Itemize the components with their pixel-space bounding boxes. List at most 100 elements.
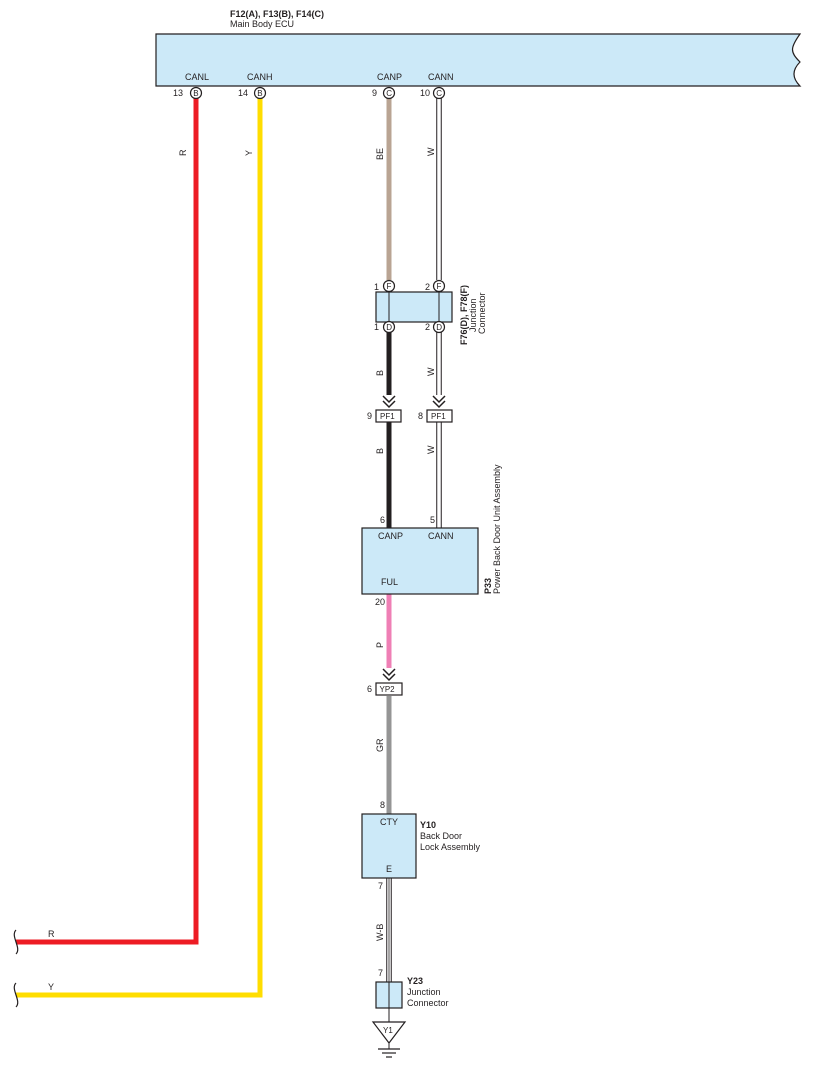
power-back-door-unit: CANP CANN FUL 6 5 20 P33 Power Back Door… [361,464,502,607]
connector-circle [382,279,396,293]
junction-top-pin2-num: 2 [425,282,430,292]
pf1-right-label: PF1 [431,412,446,421]
wire-label-gr: GR [375,738,385,752]
p33-box [361,527,479,595]
connector-circle [382,320,396,334]
chevron-down-icon [382,395,396,409]
y10-code: Y10 [420,820,436,830]
connector-circle [432,279,446,293]
pf1-connector-right: PF1 8 [418,395,453,423]
ground-triangle [371,1021,407,1044]
pf1-right-num: 8 [418,411,423,421]
junction-box [375,291,453,323]
ecu-pin-13: 13 B [173,86,203,100]
junction-bottom-pin2-conn: D [436,323,442,332]
p33-pin-cann-label: CANN [428,531,454,541]
ecu-pin-14: 14 B [238,86,267,100]
pf1-left-label: PF1 [380,412,395,421]
chevron-down-icon [382,668,396,682]
pin-number: 14 [238,88,248,98]
junction-bottom-pin1-conn: D [386,323,392,332]
wire-label-w-upper: W [426,147,436,156]
ecu-pin-9: 9 C [372,86,396,100]
connector-circle [253,86,267,100]
yp2-label: YP2 [380,685,396,694]
yp2-connector: YP2 6 [367,668,403,696]
y10-name-line1: Back Door [420,831,462,841]
wire-label-b-mid: B [375,370,385,376]
p33-code: P33 [483,578,493,594]
y10-pin-bottom-num: 7 [378,881,383,891]
junction-connector-y23: 7 Y23 Junction Connector [375,968,449,1009]
y10-name-line2: Lock Assembly [420,842,481,852]
p33-name: Power Back Door Unit Assembly [492,464,502,594]
junction-connector-f76-f78: 1 F 2 F 1 D 2 D F76(D), F78(F) Junction … [374,279,487,345]
wire-label-y: Y [244,150,254,156]
y10-pin-e-label: E [386,864,392,874]
ecu-connectors: F12(A), F13(B), F14(C) [230,9,324,19]
pin-number: 13 [173,88,183,98]
connector-box [375,682,403,696]
y10-pin-top-num: 8 [380,800,385,810]
connector-letter: B [193,89,198,98]
p33-pin-ful-num: 20 [375,597,385,607]
back-door-lock-assembly: CTY E 8 7 Y10 Back Door Lock Assembly [361,800,481,891]
pf1-connector-left: PF1 9 [367,395,402,423]
connector-box [426,409,453,423]
junction-bottom-pin2-num: 2 [425,322,430,332]
connector-letter: B [257,89,262,98]
y23-name-line1: Junction [407,987,441,997]
p33-pin-canp-label: CANP [378,531,403,541]
junction-top-pin1-conn: F [387,282,392,291]
connector-circle [189,86,203,100]
p33-pin-ful-label: FUL [381,577,398,587]
wire-label-w-b: W-B [375,924,385,941]
wire-label-b-lower: B [375,448,385,454]
yp2-num: 6 [367,684,372,694]
ecu-pin-cann-label: CANN [428,72,454,82]
connector-box [375,409,402,423]
wire-label-w-lower: W [426,445,436,454]
connector-letter: C [386,89,392,98]
ecu-name: Main Body ECU [230,19,294,29]
junction-bottom-pin1-num: 1 [374,322,379,332]
connector-circle [382,86,396,100]
ecu-pin-10: 10 C [420,86,446,100]
ecu-pin-canl-label: CANL [185,72,209,82]
connector-circle [432,86,446,100]
wire-break-mark-r [13,929,19,955]
ground-y1: Y1 [371,1021,407,1058]
ecu-box [155,33,802,87]
p33-pin-cann-num: 5 [430,515,435,525]
pin-number: 9 [372,88,377,98]
wire-label-left-r: R [48,929,55,939]
wire-label-w-mid: W [426,367,436,376]
pin-number: 10 [420,88,430,98]
wire-canl-red [16,98,199,945]
junction-top-pin2-conn: F [437,282,442,291]
ground-label: Y1 [383,1026,393,1035]
junction-top-pin1-num: 1 [374,282,379,292]
y10-box [361,813,417,879]
connector-circle [432,320,446,334]
connector-letter: C [436,89,442,98]
y23-code: Y23 [407,976,423,986]
chevron-down-icon [432,395,446,409]
pf1-left-num: 9 [367,411,372,421]
ecu-pin-canh-label: CANH [247,72,273,82]
junction-f76-name-line2: Connector [477,292,487,334]
junction-f76-connectors: F76(D), F78(F) [459,285,469,345]
y10-pin-cty-label: CTY [380,817,398,827]
wire-break-mark-y [13,982,19,1008]
wire-label-r: R [178,149,188,156]
wire-label-be: BE [375,148,385,160]
p33-pin-canp-num: 6 [380,515,385,525]
y23-num: 7 [378,968,383,978]
junction-f76-name-line1: Junction [468,298,478,332]
wire-label-left-y: Y [48,982,54,992]
wire-canh-yellow [16,98,263,998]
wire-label-p: P [375,642,385,648]
y23-name-line2: Connector [407,998,449,1008]
ecu-pin-canp-label: CANP [377,72,402,82]
